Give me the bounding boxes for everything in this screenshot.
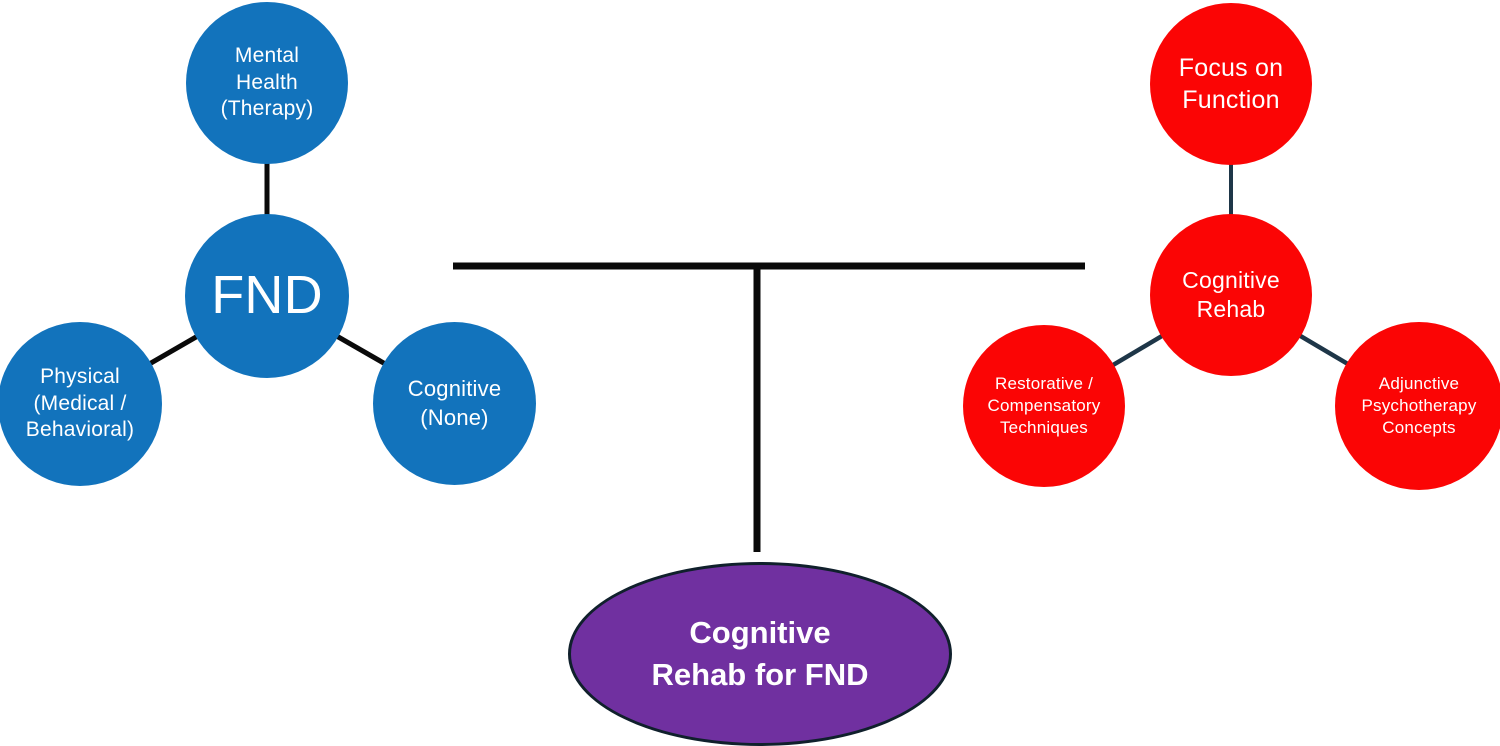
node-adjunctive-label: Adjunctive Psychotherapy Concepts	[1361, 374, 1477, 437]
node-cognitive-rehab-label: Cognitive Rehab	[1182, 266, 1280, 322]
node-physical-label: Physical (Medical / Behavioral)	[25, 364, 135, 442]
node-fnd: FND	[185, 214, 349, 378]
node-cognitive-rehab: Cognitive Rehab	[1150, 214, 1312, 376]
node-adjunctive: Adjunctive Psychotherapy Concepts	[1335, 322, 1500, 490]
node-cognitive-none: Cognitive (None)	[373, 322, 536, 485]
node-mental-health-label: Mental Health (Therapy)	[220, 43, 314, 121]
node-cognitive-rehab-for-fnd-label: Cognitive Rehab for FND	[651, 615, 869, 692]
node-cognitive-none-label: Cognitive (None)	[407, 376, 502, 430]
node-restorative: Restorative / Compensatory Techniques	[963, 325, 1125, 487]
node-mental-health: Mental Health (Therapy)	[186, 2, 348, 164]
node-restorative-label: Restorative / Compensatory Techniques	[987, 374, 1101, 437]
node-cognitive-rehab-for-fnd: Cognitive Rehab for FND	[568, 562, 952, 746]
node-focus-on-function: Focus on Function	[1150, 3, 1312, 165]
node-physical: Physical (Medical / Behavioral)	[0, 322, 162, 486]
node-fnd-label: FND	[211, 265, 323, 326]
node-focus-on-function-label: Focus on Function	[1178, 54, 1284, 114]
